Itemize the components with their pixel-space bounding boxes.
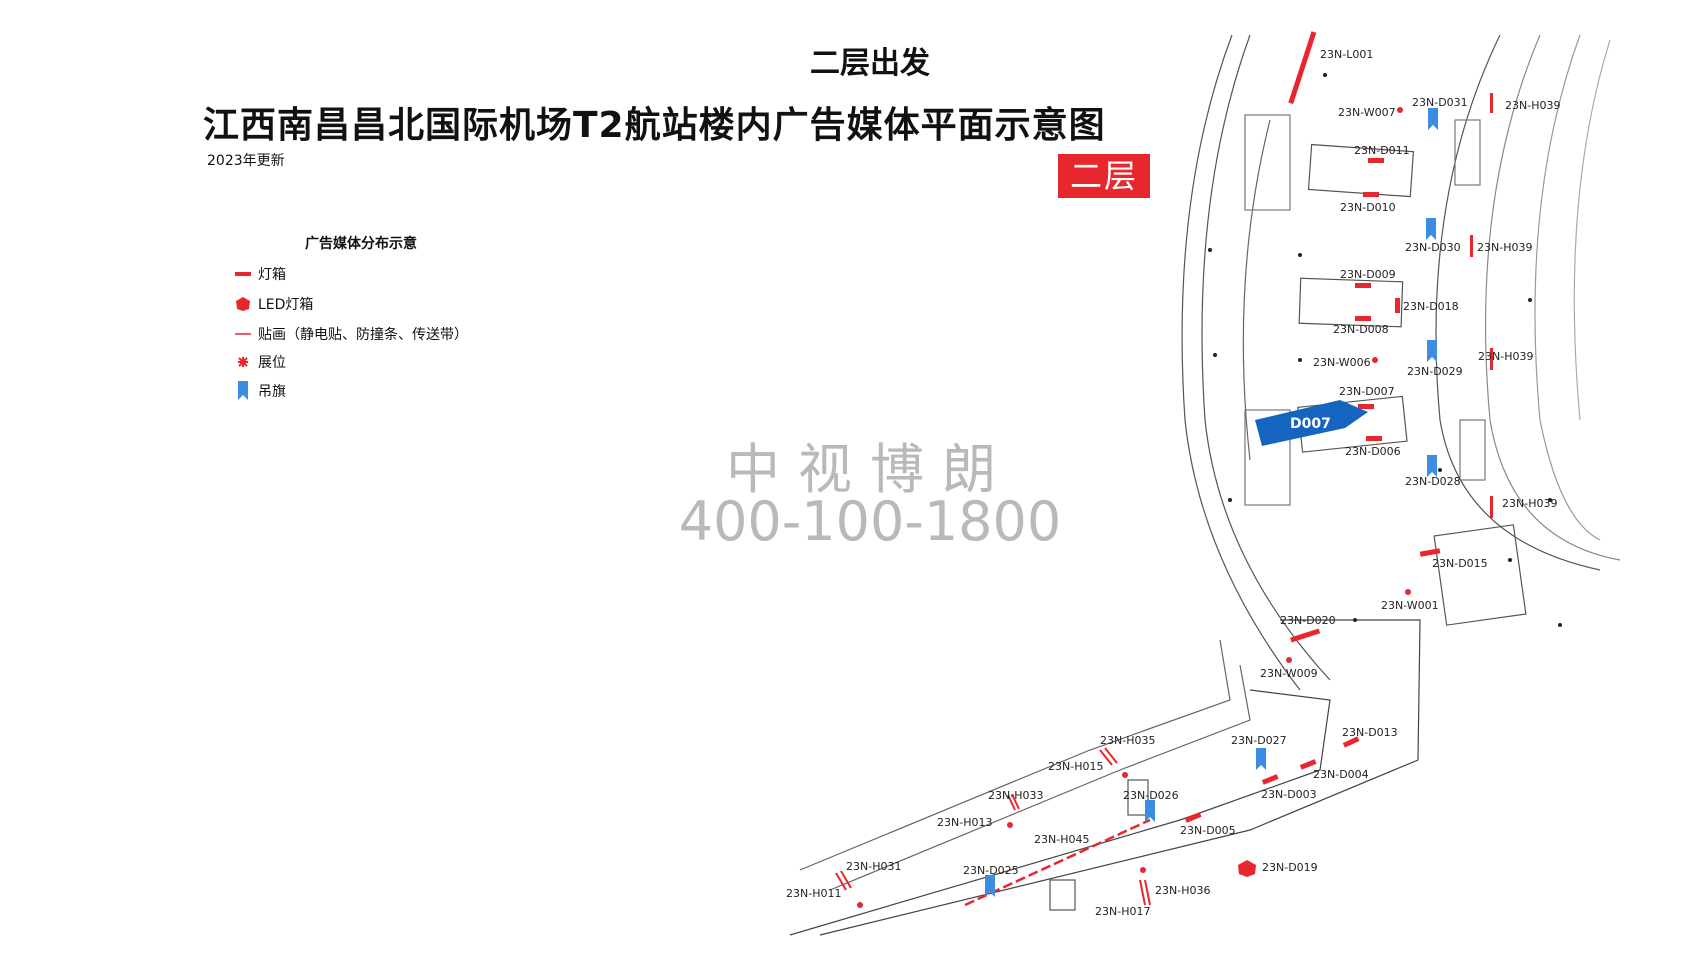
map-label-H015: 23N-H015 [1048, 760, 1103, 773]
hanging-flag-icon [234, 380, 252, 402]
map-label-W006: 23N-W006 [1313, 356, 1371, 369]
map-label-H017: 23N-H017 [1095, 905, 1150, 918]
map-label-H011: 23N-H011 [786, 887, 841, 900]
map-label-W001: 23N-W001 [1381, 599, 1439, 612]
map-label-H045: 23N-H045 [1034, 833, 1089, 846]
legend-item-led: LED灯箱 [234, 294, 313, 314]
map-label-H035: 23N-H035 [1100, 734, 1155, 747]
map-label-W009: 23N-W009 [1260, 667, 1318, 680]
page-title: 江西南昌昌北国际机场T2航站楼内广告媒体平面示意图 [203, 105, 1106, 146]
map-label-D008: 23N-D008 [1333, 323, 1389, 336]
map-label-D005: 23N-D005 [1180, 824, 1236, 837]
updated-note: 2023年更新 [207, 153, 285, 169]
map-label-D011: 23N-D011 [1354, 144, 1410, 157]
led-hexagon-icon [234, 296, 252, 312]
map-label-L001: 23N-L001 [1320, 48, 1373, 61]
d007-highlight-marker [1255, 400, 1368, 446]
decal-line-icon [234, 326, 252, 342]
map-label-D007: 23N-D007 [1339, 385, 1395, 398]
map-label-H033: 23N-H033 [988, 789, 1043, 802]
booth-star-icon [234, 354, 252, 370]
map-label-H039c: 23N-H039 [1478, 350, 1533, 363]
map-label-H031: 23N-H031 [846, 860, 901, 873]
map-label-D020: 23N-D020 [1280, 614, 1336, 627]
map-label-D018: 23N-D018 [1403, 300, 1459, 313]
map-label-D029: 23N-D029 [1407, 365, 1463, 378]
map-label-D026: 23N-D026 [1123, 789, 1179, 802]
map-label-D019: 23N-D019 [1262, 861, 1318, 874]
lightbox-bar-icon [234, 266, 252, 282]
map-label-D015: 23N-D015 [1432, 557, 1488, 570]
map-label-H039d: 23N-H039 [1502, 497, 1557, 510]
map-label-D006: 23N-D006 [1345, 445, 1401, 458]
watermark-company: 中视博朗 [726, 438, 1014, 501]
legend-item-lightbox: 灯箱 [234, 264, 286, 284]
map-label-H039a: 23N-H039 [1505, 99, 1560, 112]
watermark-phone: 400-100-1800 [678, 490, 1062, 553]
map-label-D030: 23N-D030 [1405, 241, 1461, 254]
d007-highlight-label: D007 [1290, 416, 1331, 432]
map-label-D009: 23N-D009 [1340, 268, 1396, 281]
map-label-D025: 23N-D025 [963, 864, 1019, 877]
map-label-D010: 23N-D010 [1340, 201, 1396, 214]
map-label-D013: 23N-D013 [1342, 726, 1398, 739]
legend-item-flag: 吊旗 [234, 380, 286, 402]
map-label-D031: 23N-D031 [1412, 96, 1468, 109]
legend-title: 广告媒体分布示意 [305, 236, 417, 252]
map-label-H013: 23N-H013 [937, 816, 992, 829]
floor-badge: 二层 [1058, 154, 1150, 198]
map-label-D028: 23N-D028 [1405, 475, 1461, 488]
map-label-D004: 23N-D004 [1313, 768, 1369, 781]
map-label-W007: 23N-W007 [1338, 106, 1396, 119]
map-label-D003: 23N-D003 [1261, 788, 1317, 801]
map-label-group: 23N-L001 23N-W007 23N-D031 23N-H039 23N-… [786, 48, 1560, 918]
legend-item-decal: 贴画（静电贴、防撞条、传送带） [234, 324, 468, 344]
floor-heading: 二层出发 [810, 46, 930, 81]
map-label-H036: 23N-H036 [1155, 884, 1210, 897]
legend-item-booth: 展位 [234, 352, 286, 372]
map-label-D027: 23N-D027 [1231, 734, 1287, 747]
map-label-H039b: 23N-H039 [1477, 241, 1532, 254]
